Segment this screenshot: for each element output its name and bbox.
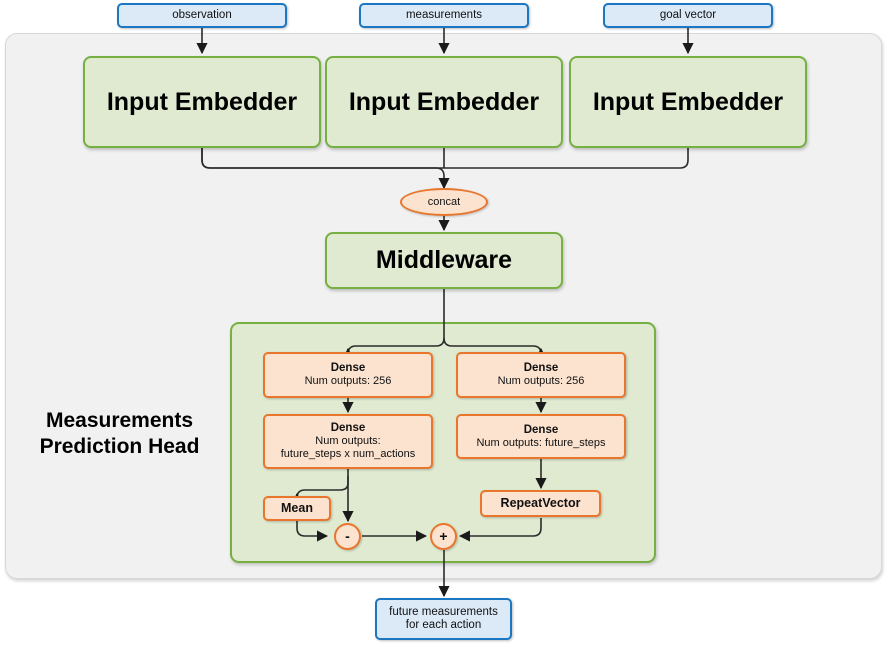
dense-left-2-outputs-label: Num outputs: <box>315 435 381 448</box>
concat-label: concat <box>427 195 461 208</box>
mean-node[interactable]: Mean <box>263 496 331 521</box>
dense-left-2-outputs-value: future_steps x num_actions <box>280 448 416 461</box>
middleware-block[interactable]: Middleware <box>325 232 563 289</box>
input-embedder-goal-vector[interactable]: Input Embedder <box>569 56 807 148</box>
dense-right-1-title: Dense <box>523 362 559 375</box>
input-pill-goal-vector-label: goal vector <box>659 8 717 21</box>
add-operator[interactable]: + <box>430 523 457 550</box>
middleware-label: Middleware <box>375 246 513 275</box>
input-embedder-measurements[interactable]: Input Embedder <box>325 56 563 148</box>
input-pill-measurements-label: measurements <box>405 8 483 21</box>
input-embedder-goal-vector-label: Input Embedder <box>592 87 784 116</box>
output-pill-line2: for each action <box>405 619 482 631</box>
input-pill-observation-label: observation <box>172 8 232 21</box>
subtract-operator[interactable]: - <box>334 523 361 550</box>
mean-label: Mean <box>281 501 313 516</box>
prediction-head-label-line1: Measurements <box>45 409 194 432</box>
input-embedder-observation-label: Input Embedder <box>106 87 298 116</box>
dense-right-2[interactable]: Dense Num outputs: future_steps <box>456 414 626 459</box>
dense-right-1-outputs: Num outputs: 256 <box>497 375 585 388</box>
subtract-operator-label: - <box>345 528 350 545</box>
repeat-vector-node[interactable]: RepeatVector <box>480 490 601 517</box>
prediction-head-label: Measurements Prediction Head <box>22 408 217 461</box>
output-pill-future-measurements[interactable]: future measurements for each action <box>375 598 512 640</box>
add-operator-label: + <box>439 528 448 545</box>
repeat-vector-label: RepeatVector <box>500 496 581 511</box>
dense-left-2-title: Dense <box>330 422 366 435</box>
dense-left-1-outputs: Num outputs: 256 <box>304 375 392 388</box>
output-pill-line1: future measurements <box>389 605 498 618</box>
input-embedder-observation[interactable]: Input Embedder <box>83 56 321 148</box>
prediction-head-label-line2: Prediction Head <box>39 435 200 459</box>
input-pill-goal-vector[interactable]: goal vector <box>603 3 773 28</box>
dense-left-1[interactable]: Dense Num outputs: 256 <box>263 352 433 398</box>
concat-node[interactable]: concat <box>400 188 488 216</box>
dense-left-1-title: Dense <box>330 362 366 375</box>
input-embedder-measurements-label: Input Embedder <box>348 87 540 116</box>
dense-right-2-title: Dense <box>523 423 559 436</box>
input-pill-observation[interactable]: observation <box>117 3 287 28</box>
dense-left-2[interactable]: Dense Num outputs: future_steps x num_ac… <box>263 414 433 469</box>
input-pill-measurements[interactable]: measurements <box>359 3 529 28</box>
dense-right-2-outputs: Num outputs: future_steps <box>476 436 606 449</box>
dense-right-1[interactable]: Dense Num outputs: 256 <box>456 352 626 398</box>
